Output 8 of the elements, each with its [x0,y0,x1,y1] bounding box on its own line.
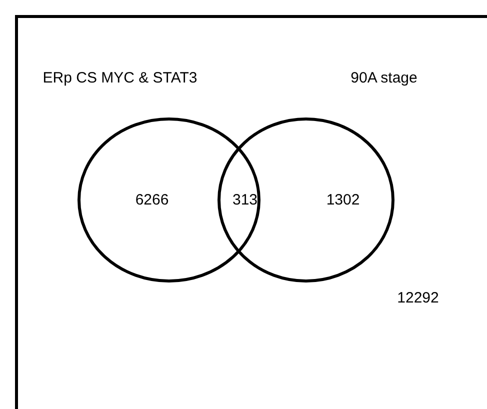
set-label: 90A stage [350,70,418,86]
count-value: 12292 [397,290,439,306]
venn-circle [218,118,394,282]
count-value: 313 [232,192,258,208]
set-label: ERp CS MYC & STAT3 [42,70,198,86]
venn-circle [78,118,260,282]
count-value: 1302 [326,192,360,208]
count-value: 6266 [135,192,169,208]
